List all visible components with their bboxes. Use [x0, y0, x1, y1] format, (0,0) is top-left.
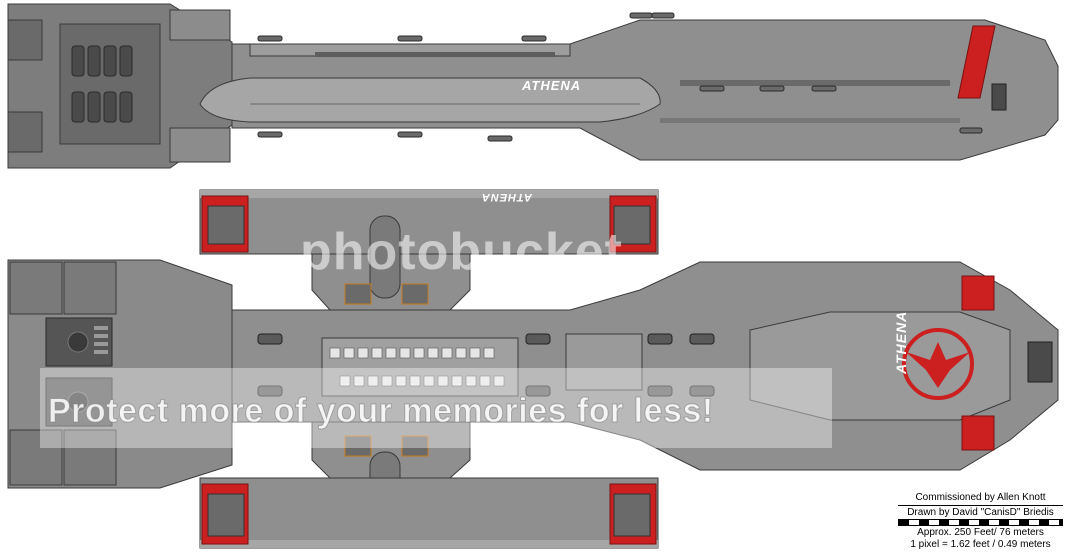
engine-bay-icon — [45, 317, 113, 427]
top-bow-plate — [749, 311, 1011, 421]
top-red-stripe-upper — [961, 275, 995, 311]
side-view: ATHENA — [7, 3, 1059, 169]
credits-approx-size: Approx. 250 Feet/ 76 meters — [917, 527, 1044, 538]
credits-rule — [898, 504, 1063, 506]
side-engine-fin-bottom — [169, 127, 231, 163]
side-red-stripe — [957, 25, 996, 99]
side-engine-panel — [59, 23, 161, 145]
colonial-bird-emblem-icon — [902, 328, 974, 400]
credits-scale-bar — [898, 519, 1063, 526]
top-flight-pod: ATHENA — [199, 189, 659, 311]
top-view-hull: ATHENA — [7, 259, 1059, 489]
bottom-flight-pod — [199, 421, 659, 549]
turret-icon — [257, 333, 715, 397]
side-lower-slit — [660, 118, 960, 123]
credits-commissioned: Commissioned by Allen Knott — [915, 492, 1046, 503]
side-spine-strip — [315, 52, 555, 57]
side-engine-nozzle-top — [7, 19, 43, 61]
credits-block: Commissioned by Allen Knott Drawn by Dav… — [898, 492, 1063, 550]
credits-drawn: Drawn by David "CanisD" Briedis — [907, 506, 1054, 518]
side-engine-nozzle-bottom — [7, 111, 43, 153]
top-hangar-deck — [321, 337, 519, 397]
side-engine-fin-top — [169, 9, 231, 41]
top-nose-sensor — [1027, 341, 1053, 383]
top-red-stripe-lower — [961, 415, 995, 451]
hangar-bays — [329, 347, 505, 387]
side-flight-pod — [199, 77, 661, 123]
side-ship-name: ATHENA — [521, 78, 581, 93]
side-engine-coils — [71, 45, 133, 123]
side-turrets — [257, 12, 983, 142]
side-slit-panel — [680, 80, 950, 86]
top-pod-ship-name: ATHENA — [481, 191, 533, 203]
credits-pixel-scale: 1 pixel = 1.62 feet / 0.49 meters — [910, 538, 1051, 550]
side-nose-sensor — [991, 83, 1007, 111]
top-ship-name: ATHENA — [893, 311, 909, 375]
